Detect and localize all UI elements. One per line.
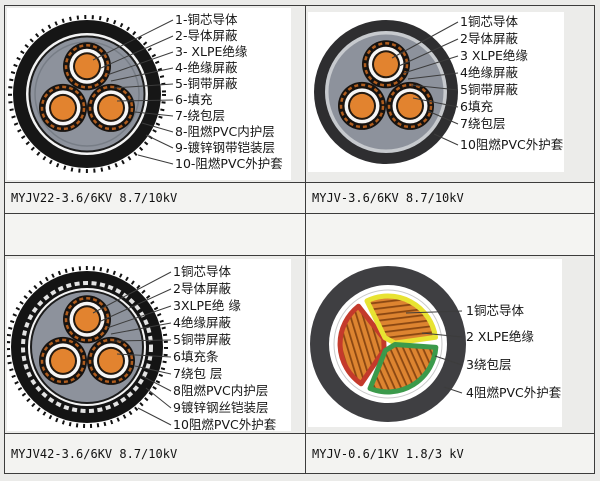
leader-lines [391, 21, 459, 146]
cable-layer-label: 6-填充 [175, 92, 212, 107]
cable-layer-label: 4-绝缘屏蔽 [175, 60, 238, 75]
cable-cross-section-myjv42: 1铜芯导体 2导体屏蔽 3XLPE绝 缘 4绝缘屏蔽 5铜带屏蔽 6填充条 7绕… [7, 264, 277, 431]
caption-myjv22: MYJV22-3.6/6KV 8.7/10kV [5, 182, 305, 213]
cable-graphic [7, 266, 168, 428]
leader-lines [92, 19, 174, 165]
cable-layer-label: 2导体屏蔽 [460, 31, 518, 46]
cable-graphic [310, 266, 466, 422]
leader-lines [405, 310, 463, 394]
cable-layer-label: 7-绕包层 [175, 108, 225, 123]
catalog-table: 1-铜芯导体 2-导体屏蔽 3- XLPE绝缘 4-绝缘屏蔽 5-铜带屏蔽 6-… [4, 5, 595, 474]
panel-myjv-lv-image-cell: 1铜芯导体 2 XLPE绝缘 3绕包层 4阻燃PVC外护套 [305, 255, 594, 433]
cable-layer-label: 3- XLPE绝缘 [175, 44, 248, 59]
cable-layer-label: 5铜带屏蔽 [173, 332, 231, 347]
cable-layer-label: 8-阻燃PVC内护层 [175, 124, 275, 139]
panel-myjv42-image-cell: 1铜芯导体 2导体屏蔽 3XLPE绝 缘 4绝缘屏蔽 5铜带屏蔽 6填充条 7绕… [5, 255, 305, 433]
layer-labels: 1-铜芯导体 2-导体屏蔽 3- XLPE绝缘 4-绝缘屏蔽 5-铜带屏蔽 6-… [175, 12, 283, 171]
cable-layer-label: 1铜芯导体 [173, 264, 231, 279]
cable-layer-label: 10阻燃PVC外护套 [460, 137, 564, 152]
cable-graphic [314, 20, 458, 164]
cable-layer-label: 9镀锌钢丝铠装层 [173, 400, 268, 415]
panel-myjv-image-cell: 1铜芯导体 2导体屏蔽 3 XLPE绝缘 4绝缘屏蔽 5铜带屏蔽 6填充 7绕包… [305, 6, 594, 182]
cable-layer-label: 2 XLPE绝缘 [466, 329, 534, 344]
layer-labels: 1铜芯导体 2导体屏蔽 3XLPE绝 缘 4绝缘屏蔽 5铜带屏蔽 6填充条 7绕… [173, 264, 277, 431]
cable-layer-label: 5-铜带屏蔽 [175, 76, 238, 91]
cable-layer-label: 1-铜芯导体 [175, 12, 238, 27]
cable-layer-label: 5铜带屏蔽 [460, 82, 518, 97]
cable-layer-label: 7绕包 层 [173, 366, 222, 381]
spacer-row-right [305, 213, 594, 255]
cable-layer-label: 2-导体屏蔽 [175, 28, 238, 43]
cable-layer-label: 10阻燃PVC外护套 [173, 417, 277, 431]
cable-cross-section-myjv-lv: 1铜芯导体 2 XLPE绝缘 3绕包层 4阻燃PVC外护套 [310, 266, 562, 422]
cable-layer-label: 2导体屏蔽 [173, 281, 231, 296]
cable-layer-label: 4绝缘屏蔽 [460, 65, 518, 80]
cable-layer-label: 1铜芯导体 [466, 303, 524, 318]
cable-layer-label: 4绝缘屏蔽 [173, 315, 231, 330]
panel-myjv-lv-photo: 1铜芯导体 2 XLPE绝缘 3绕包层 4阻燃PVC外护套 [308, 259, 562, 427]
cable-layer-label: 3 XLPE绝缘 [460, 48, 528, 63]
cable-layer-label: 6填充 [460, 99, 493, 114]
cable-layer-label: 4阻燃PVC外护套 [466, 385, 562, 400]
panel-myjv22-photo: 1-铜芯导体 2-导体屏蔽 3- XLPE绝缘 4-绝缘屏蔽 5-铜带屏蔽 6-… [7, 8, 291, 180]
cable-layer-label: 7绕包层 [460, 116, 505, 131]
caption-myjv42: MYJV42-3.6/6KV 8.7/10kV [5, 433, 305, 473]
spacer-row-left [5, 213, 305, 255]
layer-labels: 1铜芯导体 2 XLPE绝缘 3绕包层 4阻燃PVC外护套 [466, 303, 562, 400]
layer-labels: 1铜芯导体 2导体屏蔽 3 XLPE绝缘 4绝缘屏蔽 5铜带屏蔽 6填充 7绕包… [460, 14, 564, 152]
panel-myjv-photo: 1铜芯导体 2导体屏蔽 3 XLPE绝缘 4绝缘屏蔽 5铜带屏蔽 6填充 7绕包… [308, 12, 564, 172]
cable-cross-section-myjv22: 1-铜芯导体 2-导体屏蔽 3- XLPE绝缘 4-绝缘屏蔽 5-铜带屏蔽 6-… [8, 12, 283, 173]
cable-layer-label: 6填充条 [173, 349, 219, 364]
cable-cross-section-myjv: 1铜芯导体 2导体屏蔽 3 XLPE绝缘 4绝缘屏蔽 5铜带屏蔽 6填充 7绕包… [314, 14, 564, 164]
cable-layer-label: 1铜芯导体 [460, 14, 518, 29]
caption-myjv-lv: MYJV-0.6/1KV 1.8/3 kV [305, 433, 594, 473]
leader-lines [92, 271, 172, 426]
cable-layer-label: 8阻燃PVC内护层 [173, 383, 268, 398]
cable-layer-label: 3绕包层 [466, 357, 511, 372]
cable-layer-label: 10-阻燃PVC外护套 [175, 156, 283, 171]
cable-layer-label: 9-镀锌钢带铠装层 [175, 140, 275, 155]
panel-myjv22-image-cell: 1-铜芯导体 2-导体屏蔽 3- XLPE绝缘 4-绝缘屏蔽 5-铜带屏蔽 6-… [5, 6, 305, 182]
cable-graphic [8, 15, 166, 173]
caption-myjv: MYJV-3.6/6KV 8.7/10kV [305, 182, 594, 213]
panel-myjv42-photo: 1铜芯导体 2导体屏蔽 3XLPE绝 缘 4绝缘屏蔽 5铜带屏蔽 6填充条 7绕… [7, 259, 291, 431]
cable-layer-label: 3XLPE绝 缘 [173, 298, 241, 313]
